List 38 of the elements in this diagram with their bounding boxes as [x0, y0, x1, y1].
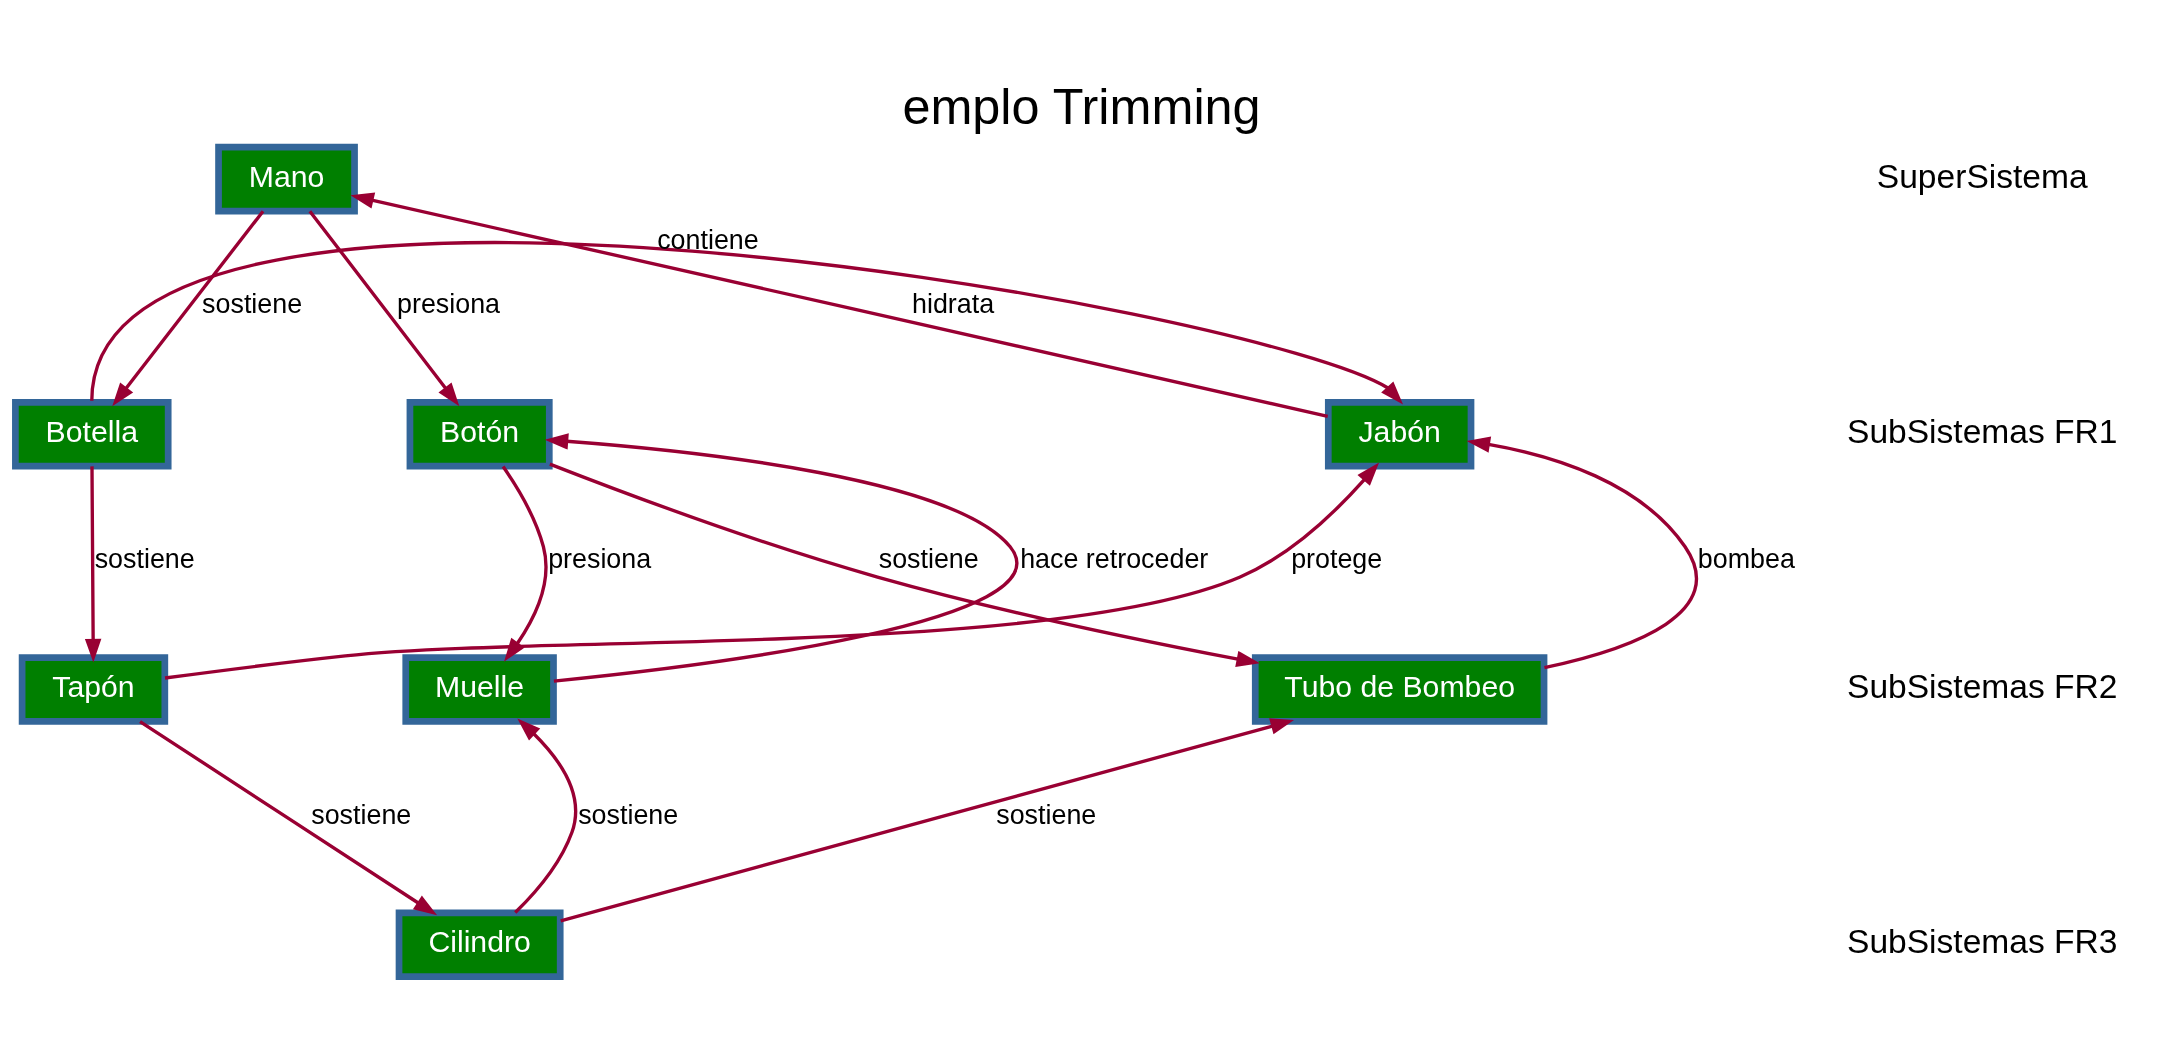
- node-box: Botella: [12, 398, 172, 470]
- edge-label: sostiene: [996, 798, 1097, 829]
- edge-label: bombea: [1697, 543, 1795, 574]
- arrow: [1466, 435, 1699, 669]
- label: SubSistemas FR2: [1847, 667, 2118, 705]
- node-box: Tapón: [18, 653, 169, 725]
- node-box: Mano: [215, 143, 358, 214]
- edge-label: sostiene: [202, 288, 303, 319]
- edge-label: sostiene: [311, 798, 412, 829]
- edge-label: sostiene: [94, 543, 195, 574]
- arrow: [544, 432, 1018, 683]
- arrow: [90, 241, 1404, 404]
- edge-label: hace retroceder: [1020, 543, 1209, 574]
- edge-label: protege: [1291, 543, 1383, 574]
- edge-label: presiona: [548, 543, 652, 574]
- edge-label: sostiene: [878, 543, 979, 574]
- node-box: Cilindro: [395, 908, 564, 980]
- arrow: [84, 465, 102, 662]
- arrow: [164, 462, 1380, 680]
- node-box: Botón: [406, 398, 553, 470]
- label: SubSistemas FR3: [1847, 922, 2118, 960]
- edge-label: contiene: [657, 224, 759, 255]
- edge-label: hidrata: [911, 288, 995, 319]
- edge-label: sostiene: [578, 798, 679, 829]
- node-box: Jabón: [1324, 398, 1475, 470]
- arrow: [549, 462, 1260, 667]
- label: SuperSistema: [1876, 157, 2088, 195]
- arrow: [350, 191, 1329, 418]
- arrow: [560, 717, 1295, 922]
- arrow: [514, 717, 578, 914]
- arrow: [308, 209, 460, 406]
- diagram-title: emplo Trimming: [902, 77, 1261, 135]
- node-box: Muelle: [402, 653, 557, 725]
- label: SubSistemas FR1: [1847, 412, 2118, 450]
- arrow: [139, 719, 438, 915]
- arrow: [112, 209, 265, 406]
- edge-label: presiona: [397, 288, 501, 319]
- node-box: Tubo de Bombeo: [1251, 653, 1548, 725]
